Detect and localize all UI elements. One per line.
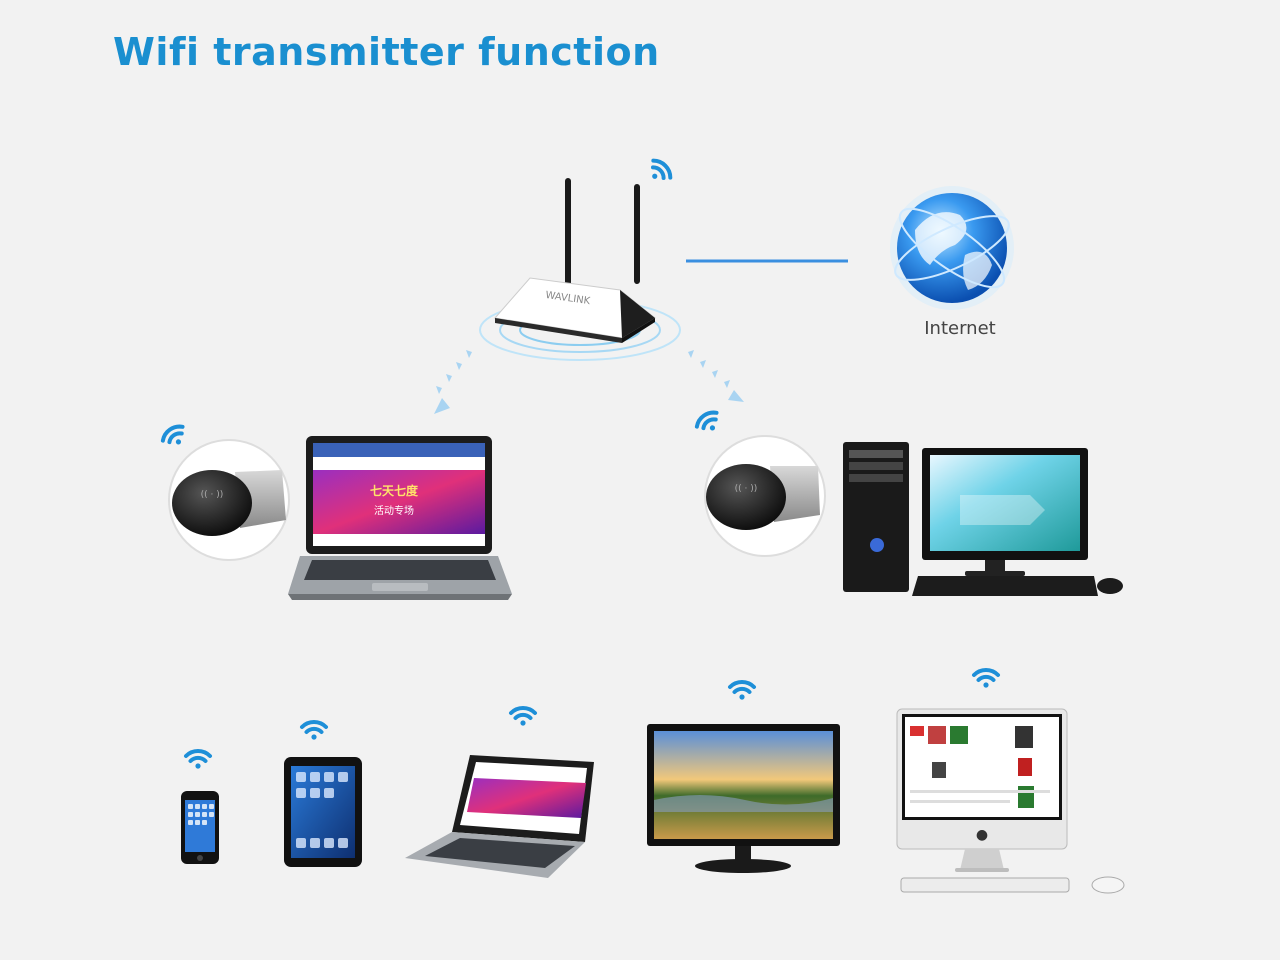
internet-label: Internet bbox=[924, 318, 996, 339]
usb-adapter-right: (( · )) bbox=[692, 406, 826, 557]
monitor-device bbox=[647, 680, 840, 873]
arrow-to-desktop bbox=[688, 350, 744, 402]
apple-logo-icon: ● bbox=[976, 827, 988, 843]
router-device: WAVLINK bbox=[479, 157, 681, 361]
phone-device bbox=[181, 749, 219, 864]
svg-text:(( · )): (( · )) bbox=[735, 484, 758, 494]
laptop-banner-sub: 活动专场 bbox=[374, 504, 414, 517]
laptop-banner-text: 七天七度 bbox=[370, 483, 419, 498]
laptop-device: 七天七度 活动专场 bbox=[288, 436, 512, 600]
small-laptop-device bbox=[405, 706, 594, 878]
desktop-pc-device bbox=[843, 442, 1123, 596]
svg-text:(( · )): (( · )) bbox=[201, 490, 224, 500]
antenna-left bbox=[565, 178, 571, 288]
arrow-to-laptop bbox=[434, 350, 472, 414]
antenna-right bbox=[634, 184, 640, 284]
page-title: Wifi transmitter function bbox=[113, 30, 660, 74]
imac-device: ● bbox=[896, 668, 1125, 894]
internet-globe bbox=[890, 186, 1014, 310]
tablet-device bbox=[284, 720, 362, 867]
usb-adapter-left: (( · )) bbox=[158, 420, 290, 561]
